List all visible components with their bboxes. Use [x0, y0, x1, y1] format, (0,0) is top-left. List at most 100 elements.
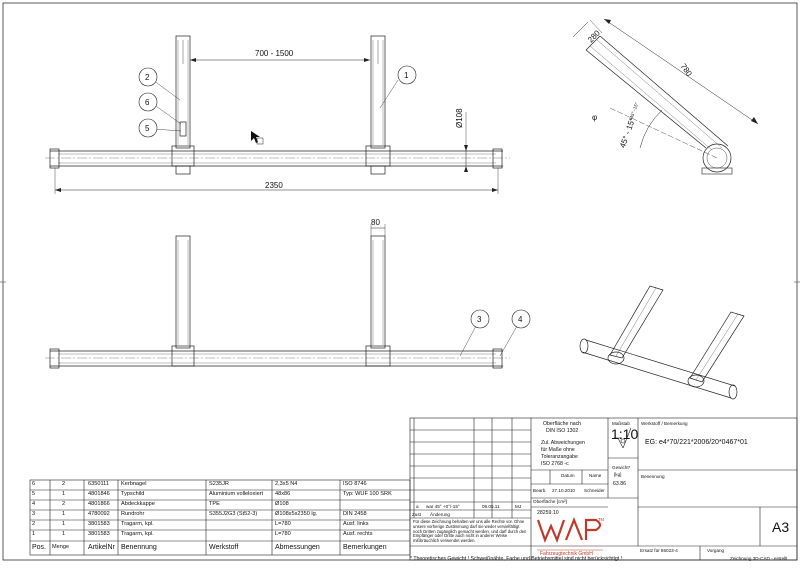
tolerance-label-3: Toleranzangabe [541, 454, 578, 460]
parts-list-cell: Typ: WUF 100 SRK [343, 491, 392, 497]
rev-name: MJ [515, 504, 522, 509]
bearb-label: Bearb. [533, 488, 547, 493]
parts-list-cell: 1 [32, 531, 36, 537]
callout-4 [511, 309, 531, 329]
sheet-frame [2, 2, 798, 561]
parts-list-cell: Tragarm, kpl. [121, 531, 154, 537]
parts-list-cell: Abdeckkappe [121, 501, 155, 507]
callout-5 [138, 118, 158, 138]
tolerance-label-4: ISO 2768 -c [541, 461, 569, 467]
parts-list-cell: 2 [62, 501, 66, 507]
werkstoff-value: EG: e4*70/221*2006/20*0467*01 [645, 439, 748, 446]
side-dimension-arrows [604, 19, 758, 124]
weight-value: 63.86 [613, 481, 626, 487]
parts-list-cell: Ausf. links [343, 521, 369, 527]
callout-4-label: 4 [518, 315, 523, 324]
parts-list-cell: L=780 [275, 531, 291, 537]
parts-list-cell: Typschild [121, 491, 145, 497]
dimension-span-label: 700 - 1500 [255, 49, 294, 58]
parts-list-cell: Kerbnagel [121, 481, 147, 487]
top-view [45, 35, 510, 194]
sheet-size: A3 [772, 519, 790, 535]
parts-list-cell: 48x86 [275, 491, 291, 497]
parts-list-cell: 4801866 [88, 501, 110, 507]
parts-list-cell: Ausf. rechts [343, 531, 373, 537]
callout-6 [138, 92, 158, 112]
parts-list-cell: 1 [62, 521, 66, 527]
parts-list-cell: 6 [32, 481, 36, 487]
surface-area-label: Oberfläche [cm²] [533, 499, 567, 504]
parts-list-cell: S235JR [209, 481, 229, 487]
parts-list-cell: S355J2G3 (St52-3) [209, 511, 258, 517]
parts-list-cell: 3801583 [88, 531, 110, 537]
footer-note: * Theoretisches Gewicht ! Schweißnähte, … [410, 556, 623, 562]
callout-3-label: 3 [477, 315, 482, 324]
mouse-cursor-icon [251, 131, 264, 145]
weight-label: Gewicht* [612, 465, 631, 470]
parts-list-cell: ISO 8746 [343, 481, 367, 487]
dimension-length-label: 2350 [265, 181, 283, 190]
scale-label: Maßstab [612, 421, 630, 426]
callout-2-label: 2 [145, 73, 150, 82]
parts-list-cell: Tragarm, kpl. [121, 521, 154, 527]
copyright-text: Für diese Zeichnung behalten wir uns all… [413, 519, 527, 544]
vorgang-label: Vorgang [707, 548, 725, 553]
parts-list-cell: TPE [209, 501, 220, 507]
surface-label-1: Oberfläche nach [543, 421, 582, 427]
parts-list-header: Benennung [121, 544, 157, 551]
date-header: Datum [561, 473, 575, 478]
dimension-arrows [55, 58, 498, 192]
benennung-label: Benennung [641, 474, 665, 479]
rev-index: a [416, 504, 419, 509]
zust-label: Zust [412, 512, 421, 517]
logo-tm: TM [598, 517, 605, 522]
front-view [45, 224, 518, 369]
parts-list-cell: Rundrohr [121, 511, 145, 517]
parts-list-cell: 4780092 [88, 511, 110, 517]
parts-list-cell: L=780 [275, 521, 291, 527]
weight-unit: [kg] [614, 472, 622, 477]
aenderung-label: Änderung [430, 512, 450, 517]
isometric-view [579, 285, 745, 400]
bearb-name: Schneider [584, 488, 605, 493]
tolerance-label-1: Zul. Abweichungen [541, 440, 585, 446]
parts-list-cell: Aluminium volleloxiert [209, 491, 264, 497]
werkstoff-label: Werkstoff / Bemerkung [641, 421, 688, 426]
surface-area-value: 28259.10 [537, 510, 559, 516]
callout-6-label: 6 [145, 98, 150, 107]
angle-phi-label: φ [592, 113, 598, 122]
callout-5-label: 5 [145, 124, 150, 133]
parts-list-cell: Ø108x5x2350 lg. [275, 511, 318, 517]
parts-list-cell: DIN 2458 [343, 511, 367, 517]
name-header: Name [589, 473, 602, 478]
side-view [572, 18, 759, 175]
parts-list-cell: 4 [32, 501, 36, 507]
parts-list-header: Werkstoff [209, 544, 239, 551]
dimension-diameter-label: Ø108 [455, 108, 464, 128]
parts-list-header: Abmessungen [275, 544, 320, 551]
parts-list-header: ArtikelNr [88, 544, 115, 551]
parts-list-cell: 2 [32, 521, 36, 527]
parts-list-cell: 5 [32, 491, 36, 497]
parts-list-cell: 1 [62, 511, 66, 517]
callout-2 [138, 67, 158, 87]
parts-list-header: Menge [52, 544, 70, 550]
parts-list-cell: 3 [32, 511, 36, 517]
footer-right: Zeichnung 3D-CAD - erstellt [730, 556, 788, 561]
parts-list-cell: 2 [62, 481, 66, 487]
parts-list-grid [29, 479, 411, 556]
dimension-width-label: 80 [371, 218, 380, 227]
parts-list-cell: 1 [62, 491, 66, 497]
scale-value: 1:10 [611, 426, 639, 442]
wap-logo [536, 517, 603, 551]
surface-symbol-icon [614, 427, 632, 449]
parts-list-cell: Ø108 [275, 501, 289, 507]
callout-1 [397, 65, 417, 85]
parts-list-cell: 4801846 [88, 491, 110, 497]
rev-date: 09.05.11 [482, 504, 500, 509]
ersatz-label: Ersatz für 86023-4 [640, 548, 678, 553]
callout-3 [470, 309, 490, 329]
tolerance-label-2: für Maße ohne [541, 447, 575, 453]
rev-text: war 45° +0°/-15° [426, 504, 460, 509]
